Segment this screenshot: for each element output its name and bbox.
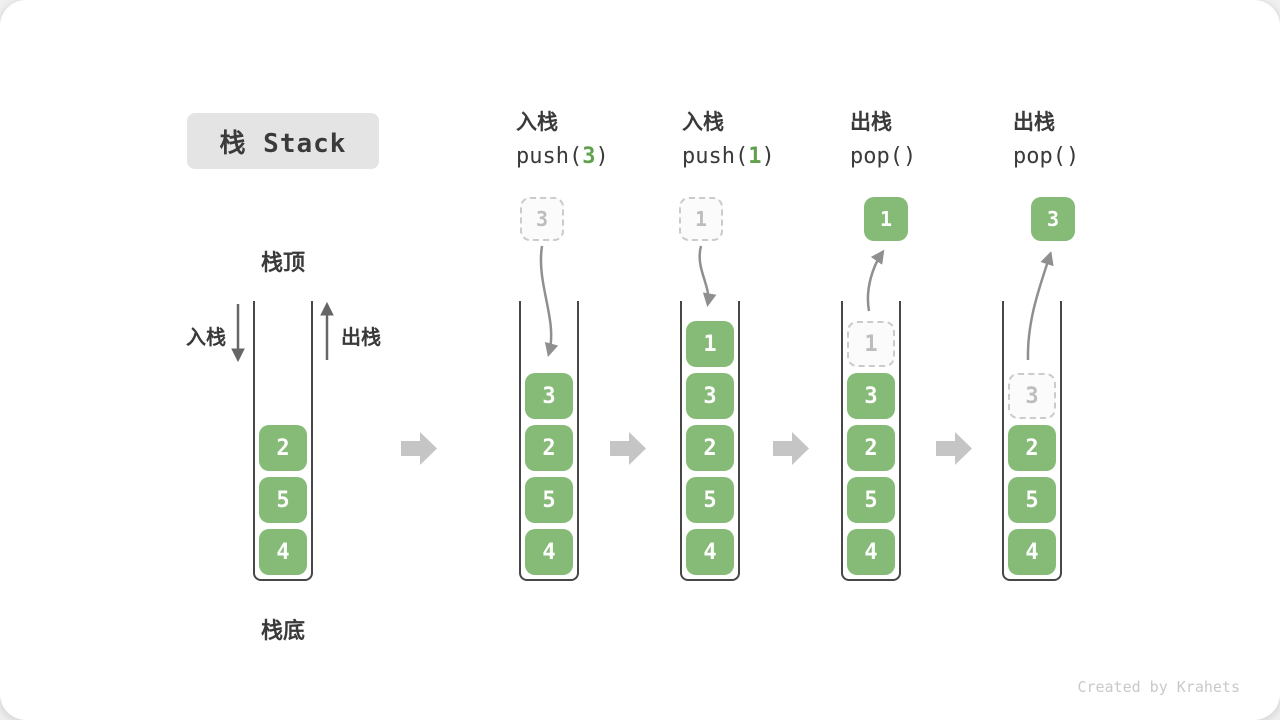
stack-item: 3 (847, 373, 895, 419)
stack-item: 5 (847, 477, 895, 523)
code-text: push( (516, 144, 583, 169)
stack-item: 5 (525, 477, 573, 523)
flow-arrow-icon (401, 432, 437, 465)
flow-arrow-icon (773, 432, 809, 465)
code-text: ) (1065, 144, 1080, 169)
code-argument: 3 (582, 144, 596, 169)
code-text: ) (761, 144, 775, 169)
operation-code: push(3) (516, 144, 609, 169)
stack-item: 5 (1008, 477, 1056, 523)
stack-item: 2 (259, 425, 307, 471)
operation-code: push(1) (682, 144, 775, 169)
operation-name: 入栈 (516, 110, 558, 134)
operation-code: pop() (1013, 144, 1079, 169)
stack-container (253, 301, 313, 581)
stack-item: 5 (259, 477, 307, 523)
stack-item: 2 (847, 425, 895, 471)
stack-item: 4 (686, 529, 734, 575)
pop-direction-label: 出栈 (341, 325, 381, 349)
stack-item: 4 (259, 529, 307, 575)
floating-push-item: 1 (679, 197, 723, 241)
stack-item: 2 (686, 425, 734, 471)
floating-push-item: 3 (520, 197, 564, 241)
stack-item: 3 (525, 373, 573, 419)
ghost-item: 1 (847, 321, 895, 367)
code-text: ) (902, 144, 917, 169)
stack-item: 2 (1008, 425, 1056, 471)
stack-container (680, 301, 740, 581)
popped-item: 3 (1031, 197, 1075, 241)
operation-code: pop() (850, 144, 916, 169)
stack-item: 3 (686, 373, 734, 419)
flow-arrow-icon (610, 432, 646, 465)
code-text: pop( (1013, 144, 1066, 169)
stack-item: 4 (847, 529, 895, 575)
code-argument: 1 (748, 144, 762, 169)
stack-column-pop-3: 出栈 pop() 3 3 2 5 4 (1002, 0, 1079, 720)
stack-item: 2 (525, 425, 573, 471)
stack-item: 1 (686, 321, 734, 367)
stack-bottom-label: 栈底 (260, 619, 305, 644)
code-text: pop( (850, 144, 903, 169)
stack-item: 4 (525, 529, 573, 575)
diagram-title: 栈 Stack (187, 113, 379, 169)
stack-container (519, 301, 579, 581)
operation-name: 出栈 (1013, 110, 1055, 134)
stack-item: 5 (686, 477, 734, 523)
stack-top-label: 栈顶 (260, 251, 305, 276)
stack-container (1002, 301, 1062, 581)
code-text: ) (595, 144, 609, 169)
diagram-title-text: 栈 Stack (219, 128, 347, 159)
operation-label: 出栈 pop() (1013, 106, 1079, 169)
operation-label: 入栈 push(3) (516, 106, 609, 169)
operation-label: 入栈 push(1) (682, 106, 775, 169)
popped-item: 1 (864, 197, 908, 241)
operation-name: 出栈 (850, 110, 892, 134)
push-direction-label: 入栈 (186, 325, 226, 349)
stack-column-pop-1: 出栈 pop() 1 1 3 2 5 4 (841, 0, 916, 720)
stack-item: 4 (1008, 529, 1056, 575)
stack-container (841, 301, 901, 581)
ghost-item: 3 (1008, 373, 1056, 419)
operation-label: 出栈 pop() (850, 106, 916, 169)
stack-column-initial: 2 5 4 (253, 0, 313, 720)
code-text: push( (682, 144, 749, 169)
watermark: Created by Krahets (1077, 678, 1240, 696)
operation-name: 入栈 (682, 110, 724, 134)
flow-arrow-icon (936, 432, 972, 465)
